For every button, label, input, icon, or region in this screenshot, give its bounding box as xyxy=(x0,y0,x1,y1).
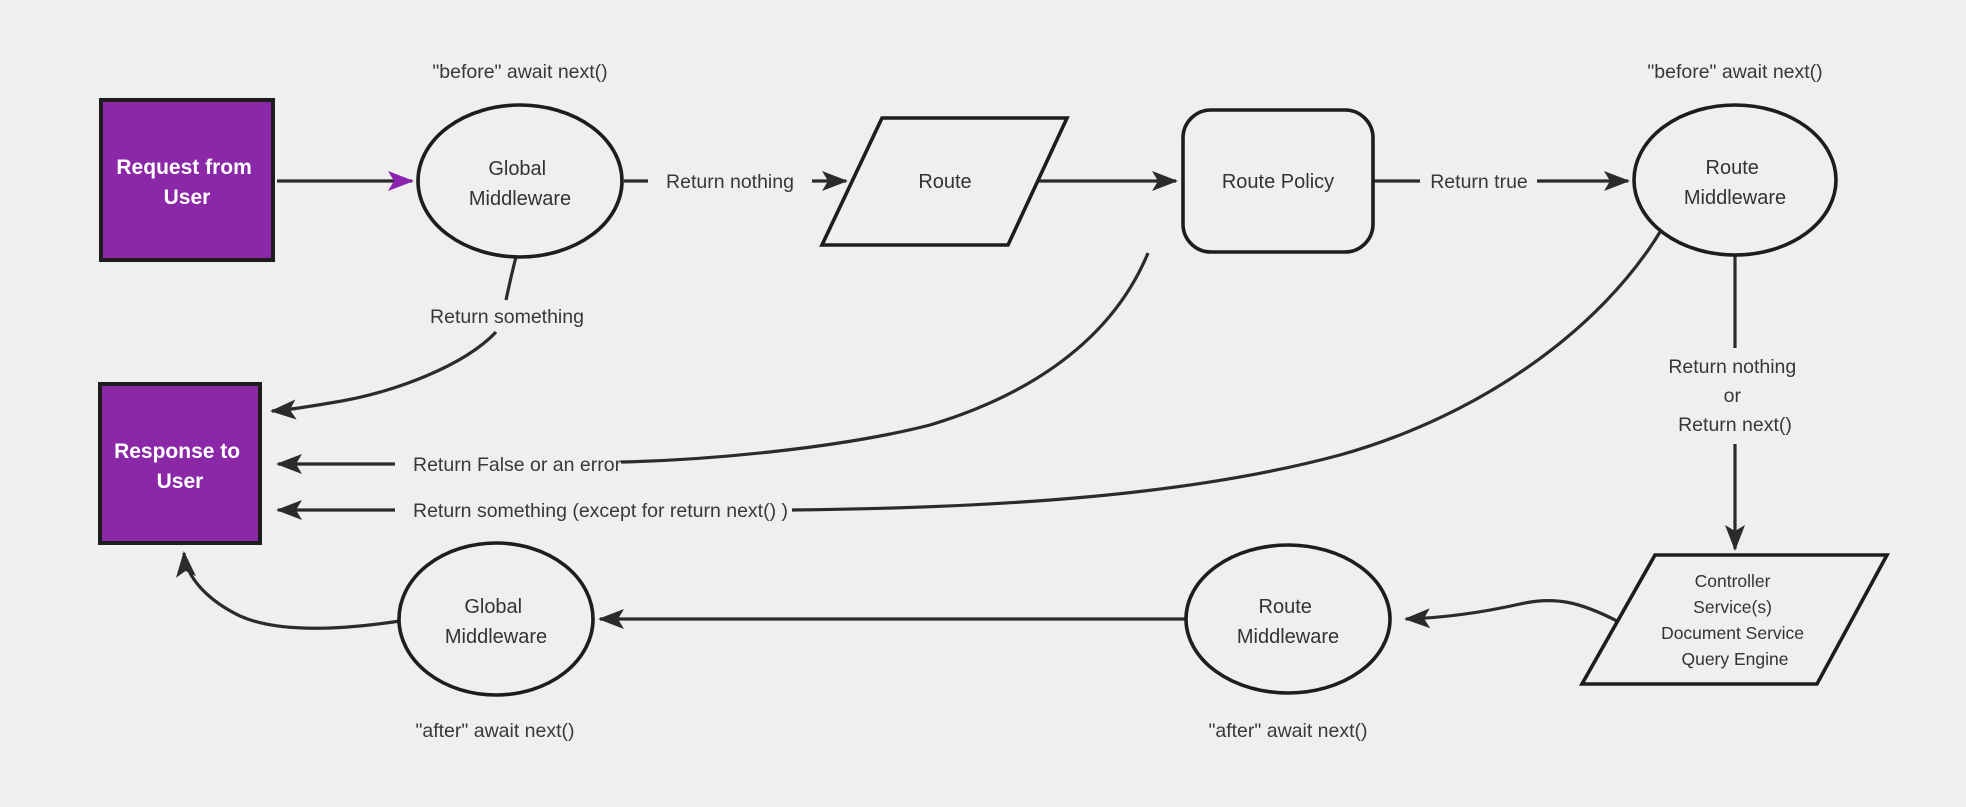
node-request-from-user: Request from User xyxy=(99,98,275,262)
global-middleware-top-shape xyxy=(416,103,624,259)
controller-services-shape xyxy=(1578,553,1891,686)
global-middleware-bottom-shape xyxy=(397,541,595,697)
edge-return-something-seg1 xyxy=(504,256,518,301)
node-global-middleware-bottom: Global Middleware xyxy=(397,541,595,697)
return-true-label: Return true xyxy=(1430,171,1528,193)
node-response-to-user: Response to User xyxy=(98,382,262,545)
node-controller-services: Controller Service(s) Document Service Q… xyxy=(1578,553,1891,686)
return-false-or-error-label: Return False or an error xyxy=(413,454,622,476)
return-nothing-or-next-label: Return nothing or Return next() xyxy=(1668,356,1801,436)
route-middleware-top-shape xyxy=(1632,103,1838,257)
edge-return-something-seg2 xyxy=(270,330,498,420)
route-middleware-bottom-shape xyxy=(1184,543,1392,695)
route-policy-label: Route Policy xyxy=(1222,171,1334,193)
request-from-user-label: Request from User xyxy=(116,156,257,209)
after-await-next-left-label: "after" await next() xyxy=(415,720,574,742)
node-route-middleware-top: Route Middleware xyxy=(1632,103,1838,257)
node-route: Route xyxy=(819,116,1070,247)
route-middleware-bottom-label: Route Middleware xyxy=(1237,596,1339,648)
before-await-next-right-label: "before" await next() xyxy=(1647,61,1822,83)
edge-global-middleware-to-response xyxy=(176,551,401,630)
return-something-except-label: Return something (except for return next… xyxy=(413,500,788,522)
node-route-middleware-bottom: Route Middleware xyxy=(1184,543,1392,695)
return-something-label: Return something xyxy=(430,306,584,328)
node-route-policy: Route Policy xyxy=(1181,108,1375,254)
route-middleware-top-label: Route Middleware xyxy=(1684,157,1786,209)
labels: "before" await next() "before" await nex… xyxy=(413,61,1823,742)
response-to-user-label: Response to User xyxy=(114,440,246,493)
route-shape xyxy=(819,116,1070,247)
after-await-next-right-label: "after" await next() xyxy=(1208,720,1367,742)
before-await-next-left-label: "before" await next() xyxy=(432,61,607,83)
controller-services-label: Controller Service(s) Document Service Q… xyxy=(1661,571,1809,669)
edges xyxy=(176,171,1745,630)
route-label: Route xyxy=(918,171,971,193)
node-global-middleware-top: Global Middleware xyxy=(416,103,624,259)
edge-return-false-curve xyxy=(620,252,1150,464)
edge-controller-to-route-middleware xyxy=(1404,598,1618,629)
response-to-user-shape xyxy=(98,382,262,545)
route-policy-shape xyxy=(1181,108,1375,254)
global-middleware-top-label: Global Middleware xyxy=(469,158,571,210)
request-from-user-shape xyxy=(99,98,275,262)
return-nothing-label: Return nothing xyxy=(666,171,794,193)
global-middleware-bottom-label: Global Middleware xyxy=(445,596,547,648)
edge-return-something-except-curve xyxy=(791,231,1662,512)
